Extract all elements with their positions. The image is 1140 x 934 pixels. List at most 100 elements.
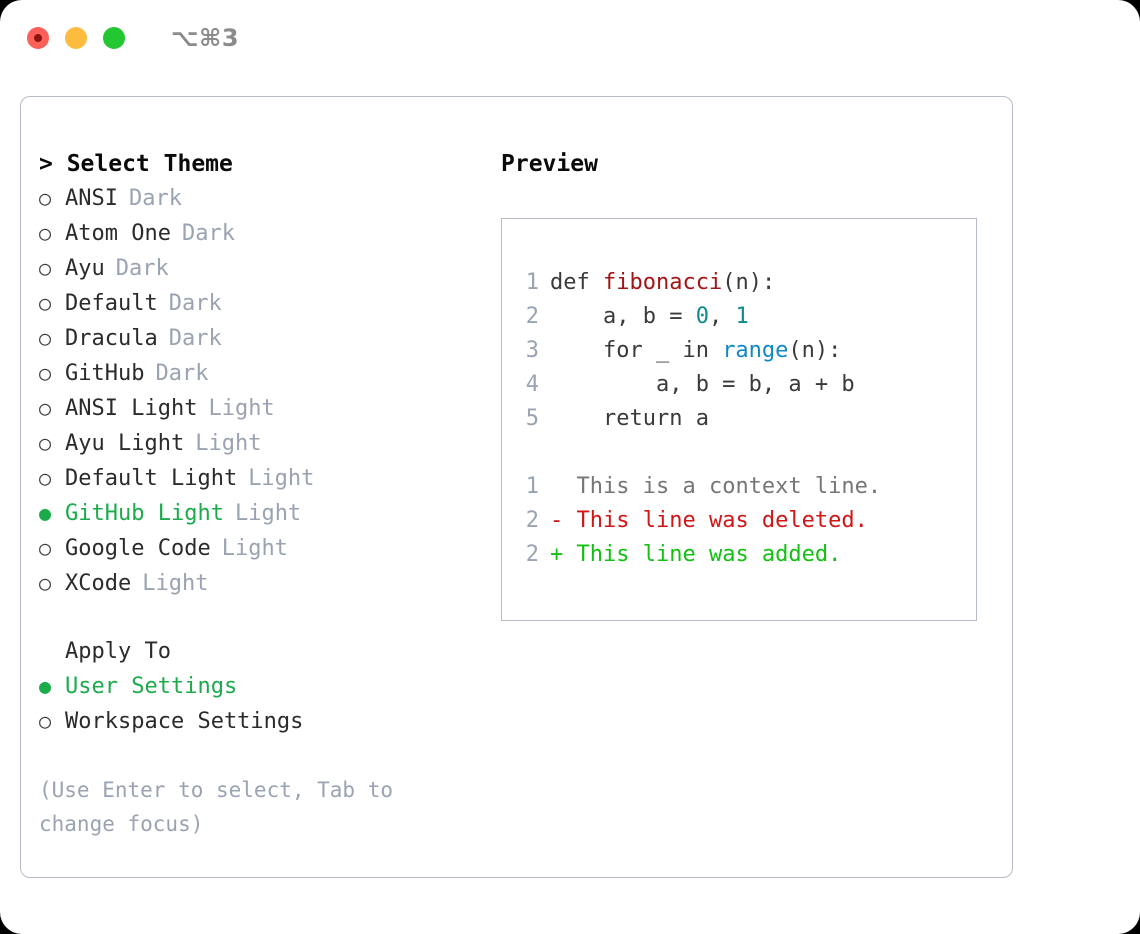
apply-to-option-label: Workspace Settings bbox=[65, 709, 304, 734]
theme-option-kind: Dark bbox=[155, 361, 209, 386]
theme-option-kind: Dark bbox=[168, 326, 222, 351]
preview-title: Preview bbox=[501, 151, 598, 177]
theme-option-label: Dracula bbox=[65, 326, 158, 351]
window-controls bbox=[27, 27, 125, 49]
code-token-num: 0 bbox=[695, 304, 709, 329]
code-token-call: range bbox=[722, 338, 789, 363]
theme-option-xcode[interactable]: ○ XCode Light bbox=[39, 566, 469, 601]
theme-option-label: ANSI Light bbox=[65, 396, 198, 421]
code-line-text: def fibonacci(n): bbox=[550, 266, 775, 300]
diff-preview: 1 This is a context line.2- This line wa… bbox=[515, 470, 970, 572]
radio-selected-icon: ● bbox=[39, 674, 52, 698]
radio-unselected-icon: ○ bbox=[39, 186, 52, 210]
diff-line-number: 2 bbox=[525, 542, 539, 567]
theme-option-kind: Light bbox=[208, 396, 275, 421]
radio-unselected-icon: ○ bbox=[39, 256, 52, 280]
code-line: 2 a, b = 0, 1 bbox=[515, 300, 970, 334]
theme-option-kind: Light bbox=[221, 536, 288, 561]
minimize-window-button[interactable] bbox=[65, 27, 87, 49]
diff-line-text: This line was added. bbox=[576, 542, 842, 567]
code-token-plain: (n): bbox=[722, 270, 776, 295]
maximize-window-button[interactable] bbox=[103, 27, 125, 49]
diff-spacer bbox=[515, 436, 970, 470]
theme-option-label: GitHub Light bbox=[65, 501, 224, 526]
code-token-plain: return a bbox=[550, 406, 709, 431]
theme-option-kind: Dark bbox=[181, 221, 235, 246]
theme-option-kind: Dark bbox=[128, 186, 182, 211]
theme-option-label: Ayu bbox=[65, 256, 105, 281]
radio-selected-icon: ● bbox=[39, 501, 52, 525]
diff-line-prefix: - bbox=[550, 508, 577, 533]
code-line-text: return a bbox=[550, 402, 709, 436]
theme-option-label: Ayu Light bbox=[65, 431, 185, 456]
diff-line-prefix: + bbox=[550, 542, 577, 567]
section-spacer bbox=[39, 601, 469, 635]
apply-to-option-user-settings[interactable]: ●User Settings bbox=[39, 669, 469, 704]
code-token-plain: for _ in bbox=[550, 338, 723, 363]
theme-option-label: XCode bbox=[65, 571, 132, 596]
keyboard-shortcut-label: ⌥⌘3 bbox=[171, 24, 240, 52]
diff-line: 2- This line was deleted. bbox=[515, 504, 970, 538]
theme-option-google-code[interactable]: ○ Google Code Light bbox=[39, 531, 469, 566]
keyboard-hint: (Use Enter to select, Tab to change focu… bbox=[39, 778, 406, 836]
diff-line-number: 2 bbox=[525, 508, 539, 533]
code-line-number: 1 bbox=[525, 270, 539, 295]
code-line: 3 for _ in range(n): bbox=[515, 334, 970, 368]
code-line-number: 3 bbox=[525, 338, 539, 363]
theme-option-kind: Light bbox=[142, 571, 209, 596]
code-line-text: for _ in range(n): bbox=[550, 334, 841, 368]
code-line-number: 5 bbox=[525, 406, 539, 431]
radio-unselected-icon: ○ bbox=[39, 361, 52, 385]
radio-unselected-icon: ○ bbox=[39, 396, 52, 420]
radio-unselected-icon: ○ bbox=[39, 571, 52, 595]
radio-unselected-icon: ○ bbox=[39, 326, 52, 350]
radio-unselected-icon: ○ bbox=[39, 431, 52, 455]
theme-option-label: Google Code bbox=[65, 536, 211, 561]
diff-line: 1 This is a context line. bbox=[515, 470, 970, 504]
apply-to-heading: Apply To bbox=[65, 639, 171, 664]
theme-option-kind: Light bbox=[248, 466, 315, 491]
code-token-plain: (n): bbox=[788, 338, 842, 363]
code-line-number: 4 bbox=[525, 372, 539, 397]
theme-option-dracula[interactable]: ○ Dracula Dark bbox=[39, 321, 469, 356]
code-line-text: a, b = 0, 1 bbox=[550, 300, 749, 334]
diff-line-text: This line was deleted. bbox=[576, 508, 868, 533]
radio-unselected-icon: ○ bbox=[39, 536, 52, 560]
title-bar: ⌥⌘3 bbox=[0, 0, 1140, 76]
code-token-num: 1 bbox=[735, 304, 749, 329]
close-window-button[interactable] bbox=[27, 27, 49, 49]
theme-option-kind: Dark bbox=[168, 291, 222, 316]
theme-option-ansi-light[interactable]: ○ ANSI Light Light bbox=[39, 391, 469, 426]
theme-option-github[interactable]: ○ GitHub Dark bbox=[39, 356, 469, 391]
theme-option-github-light[interactable]: ● GitHub Light Light bbox=[39, 496, 469, 531]
code-line: 4 a, b = b, a + b bbox=[515, 368, 970, 402]
theme-option-default[interactable]: ○ Default Dark bbox=[39, 286, 469, 321]
theme-option-label: ANSI bbox=[65, 186, 118, 211]
code-token-plain: , bbox=[708, 304, 736, 329]
theme-option-kind: Light bbox=[234, 501, 302, 526]
code-line-text: a, b = b, a + b bbox=[550, 368, 855, 402]
panel-title: > Select Theme bbox=[39, 151, 233, 177]
code-token-fn: fibonacci bbox=[602, 270, 723, 295]
radio-unselected-icon: ○ bbox=[39, 221, 52, 245]
radio-unselected-icon: ○ bbox=[39, 291, 52, 315]
diff-line-number: 1 bbox=[525, 474, 539, 499]
apply-to-option-workspace-settings[interactable]: ○Workspace Settings bbox=[39, 704, 469, 739]
theme-option-label: GitHub bbox=[65, 361, 145, 386]
theme-option-label: Default bbox=[65, 291, 158, 316]
theme-option-kind: Light bbox=[195, 431, 262, 456]
theme-option-ayu-light[interactable]: ○ Ayu Light Light bbox=[39, 426, 469, 461]
code-line: 5 return a bbox=[515, 402, 970, 436]
code-line-number: 2 bbox=[525, 304, 539, 329]
theme-option-ansi[interactable]: ○ ANSI Dark bbox=[39, 181, 469, 216]
diff-line-prefix bbox=[550, 470, 577, 504]
